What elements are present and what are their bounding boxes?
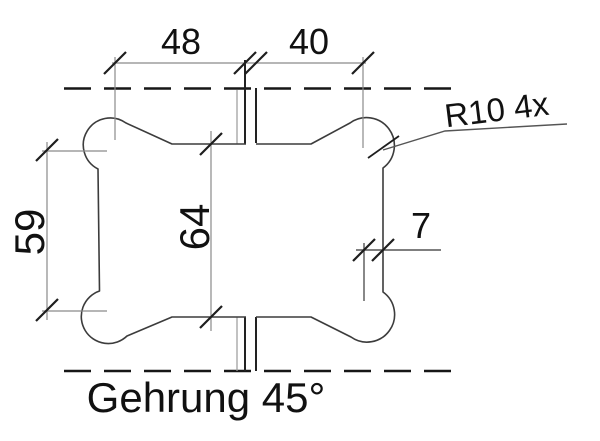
tick-height-left-top	[35, 138, 59, 162]
tick-offset-left	[352, 238, 376, 262]
radius-leader-line	[382, 123, 568, 151]
radius-leader-tick	[367, 135, 400, 159]
dimension-value-height-center: 64	[171, 204, 218, 251]
tick-height-center-bottom	[199, 305, 223, 329]
tick-width-joint-left	[233, 51, 257, 75]
tick-width-joint-right	[244, 51, 268, 75]
connector-outline-right	[256, 116, 396, 343]
dimension-value-height-left: 59	[6, 209, 53, 256]
caption-miter-angle: Gehrung 45°	[87, 374, 326, 421]
dimension-value-offset: 7	[411, 205, 431, 246]
tick-width-right	[351, 51, 375, 75]
tick-height-left-bottom	[35, 298, 59, 322]
tick-height-center-top	[199, 132, 223, 156]
tick-offset-right	[371, 238, 395, 262]
dimension-value-width-right: 40	[289, 21, 329, 62]
dimension-value-width-left: 48	[161, 21, 201, 62]
tick-width-left	[103, 51, 127, 75]
radius-note: R10 4x	[442, 85, 551, 135]
connector-outline-left	[80, 117, 246, 345]
